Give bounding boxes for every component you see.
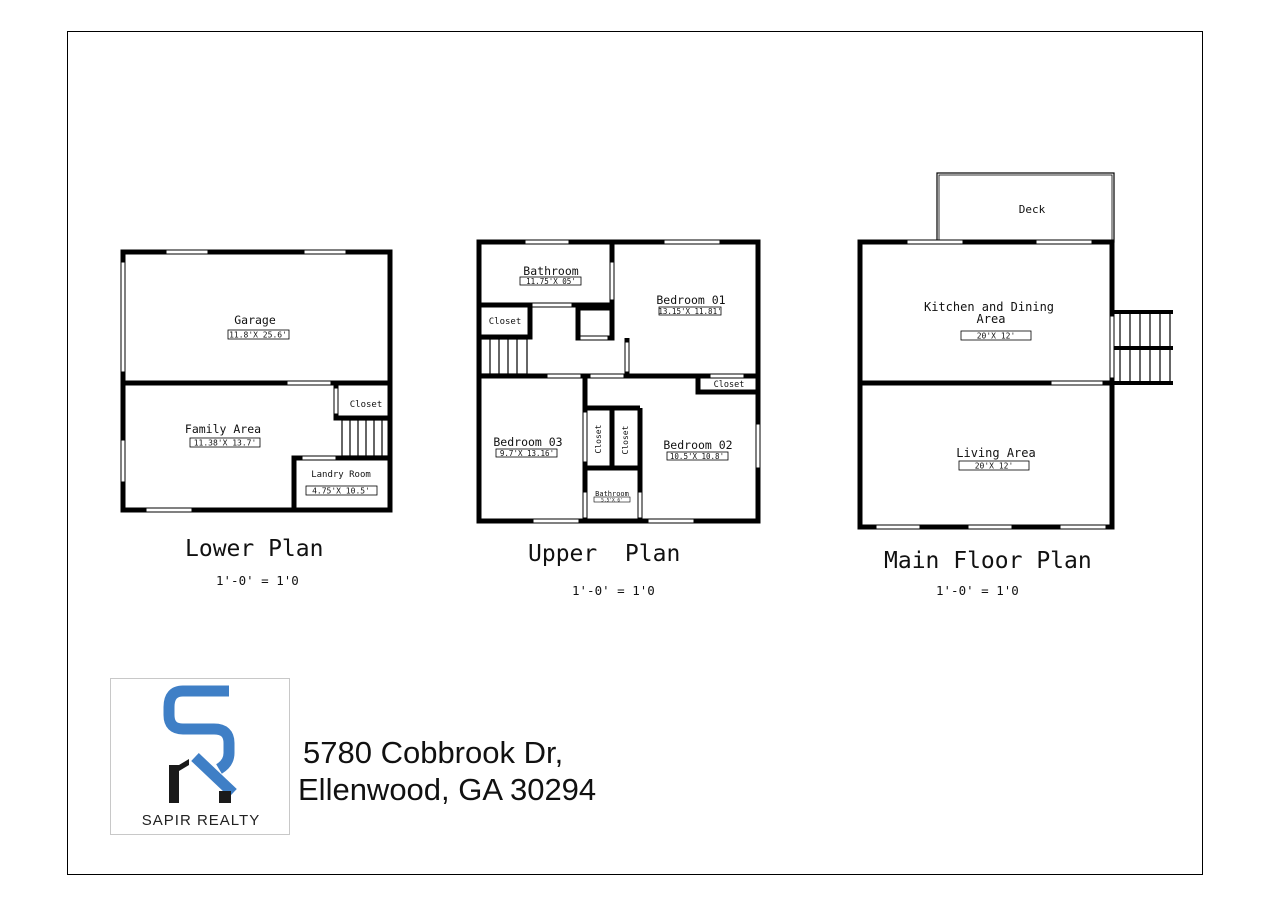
lower-family-dims: 11.38'X 13.7' bbox=[194, 439, 257, 448]
lower-windows bbox=[120, 249, 347, 513]
main-stairs bbox=[1119, 314, 1171, 381]
sapir-realty-logo-icon bbox=[163, 685, 237, 803]
main-plan-title: Main Floor Plan bbox=[884, 548, 1092, 574]
company-logo: SAPIR REALTY bbox=[110, 678, 290, 835]
upper-bathroom-small-dims: 5.5'X 6' bbox=[601, 498, 623, 504]
upper-outer-wall bbox=[476, 239, 761, 524]
lower-family-name: Family Area bbox=[185, 422, 261, 436]
logo-brand-text: SAPIR REALTY bbox=[141, 812, 261, 829]
lower-laundry-name: Landry Room bbox=[311, 470, 371, 480]
upper-closet-v2-name: Closet bbox=[621, 425, 630, 454]
upper-windows bbox=[524, 239, 761, 524]
page-border bbox=[67, 31, 1203, 875]
main-kitchen-dims: 20'X 12' bbox=[977, 332, 1016, 341]
upper-plan bbox=[476, 239, 761, 524]
lower-closet-name: Closet bbox=[350, 400, 383, 410]
main-labels: Deck Kitchen and Dining Area 20'X 12' Li… bbox=[924, 203, 1054, 471]
upper-bathroom-dims: 11.75'X 05' bbox=[526, 277, 576, 286]
upper-bedroom02-name: Bedroom 02 bbox=[663, 438, 732, 452]
lower-laundry-dims: 4.75'X 10.5' bbox=[312, 487, 370, 496]
lower-plan-scale: 1'-0' = 1'0 bbox=[216, 573, 299, 588]
upper-bedroom01-dims: 13.15'X 11.81' bbox=[658, 307, 721, 316]
lower-stairs bbox=[341, 419, 391, 457]
main-living-name: Living Area bbox=[956, 446, 1035, 460]
lower-plan-title: Lower Plan bbox=[185, 536, 324, 562]
upper-bedroom03-dims: 9.7'X 13.16' bbox=[500, 449, 554, 458]
main-plan-scale: 1'-0' = 1'0 bbox=[936, 583, 1019, 598]
address-line1: 5780 Cobbrook Dr, bbox=[303, 735, 564, 770]
upper-labels: Bathroom 11.75'X 05' Closet Bedroom 01 1… bbox=[489, 264, 745, 504]
upper-bedroom02-dims: 10.5'X 10.8' bbox=[670, 452, 724, 461]
lower-laundry-wall bbox=[291, 455, 390, 510]
upper-bathroom-small-name: Bathroom bbox=[595, 490, 629, 498]
main-kitchen-name-line2: Area bbox=[977, 312, 1006, 326]
upper-plan-scale: 1'-0' = 1'0 bbox=[572, 583, 655, 598]
lower-garage-dims: 11.8'X 25.6' bbox=[229, 331, 287, 340]
upper-bathroom-name: Bathroom bbox=[523, 264, 578, 278]
main-living-dims: 20'X 12' bbox=[975, 462, 1014, 471]
main-deck-name: Deck bbox=[1019, 203, 1046, 216]
upper-bedroom01-name: Bedroom 01 bbox=[656, 293, 725, 307]
lower-labels: Garage 11.8'X 25.6' Family Area 11.38'X … bbox=[185, 313, 382, 496]
upper-closet-left-name: Closet bbox=[489, 317, 522, 327]
main-kitchen-name-line1: Kitchen and Dining bbox=[924, 300, 1054, 314]
main-plan bbox=[857, 172, 1173, 530]
lower-plan bbox=[120, 249, 393, 513]
upper-bedroom03-name: Bedroom 03 bbox=[493, 435, 562, 449]
upper-stairs bbox=[480, 338, 528, 375]
upper-closet-v1-name: Closet bbox=[594, 424, 603, 453]
main-windows bbox=[875, 239, 1115, 530]
lower-garage-name: Garage bbox=[234, 313, 276, 327]
upper-plan-title: Upper Plan bbox=[528, 541, 681, 567]
address-line2: Ellenwood, GA 30294 bbox=[298, 772, 597, 807]
upper-closet-right-name: Closet bbox=[714, 380, 745, 390]
